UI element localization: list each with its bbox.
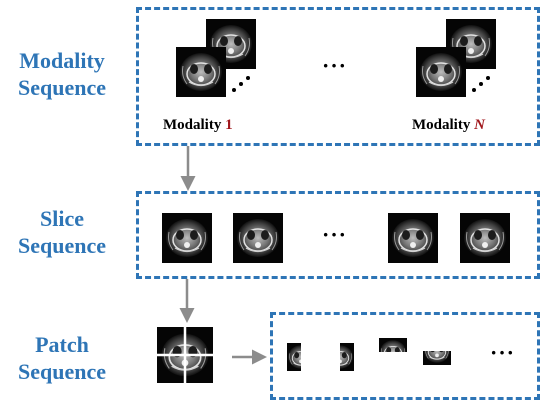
patch-ellipsis: ··· <box>490 340 516 365</box>
patch-panel <box>270 312 540 400</box>
patch-piece-1 <box>287 343 301 371</box>
modality-n-stack <box>415 18 497 98</box>
patch-piece-3 <box>379 338 407 352</box>
modality-ellipsis: ··· <box>322 53 348 78</box>
modality-1-stack <box>175 18 257 98</box>
modality-1-stack-dots <box>232 76 250 92</box>
stage-label-modality: Modality Sequence <box>6 47 118 101</box>
modality-1-caption-text: Modality <box>163 117 226 133</box>
modality-1-caption-index: 1 <box>225 117 233 133</box>
modality-1-caption: Modality 1 <box>163 117 233 134</box>
patch-piece-4 <box>423 351 451 365</box>
stage-label-slice: Slice Sequence <box>6 205 118 259</box>
slice-panel <box>136 191 540 279</box>
stage-label-modality-line1: Modality <box>19 48 105 73</box>
modality-n-stack-dots <box>472 76 490 92</box>
modality-1-image-front <box>175 46 227 98</box>
stage-label-patch-line2: Sequence <box>18 359 106 384</box>
modality-n-image-front <box>415 46 467 98</box>
modality-n-caption-index: N <box>474 117 485 133</box>
slice-ellipsis: ··· <box>322 222 348 247</box>
stage-label-patch: Patch Sequence <box>6 331 118 385</box>
modality-panel <box>136 7 540 146</box>
modality-n-caption: Modality N <box>412 117 485 134</box>
patch-piece-2 <box>340 343 354 371</box>
stage-label-patch-line1: Patch <box>35 332 89 357</box>
slice-image-4 <box>459 212 511 264</box>
stage-label-slice-line2: Sequence <box>18 233 106 258</box>
modality-n-caption-text: Modality <box>412 117 475 133</box>
slice-image-3 <box>387 212 439 264</box>
slice-image-1 <box>161 212 213 264</box>
stage-label-modality-line2: Sequence <box>18 75 106 100</box>
patch-source-image <box>156 326 214 384</box>
slice-image-2 <box>232 212 284 264</box>
stage-label-slice-line1: Slice <box>40 206 84 231</box>
